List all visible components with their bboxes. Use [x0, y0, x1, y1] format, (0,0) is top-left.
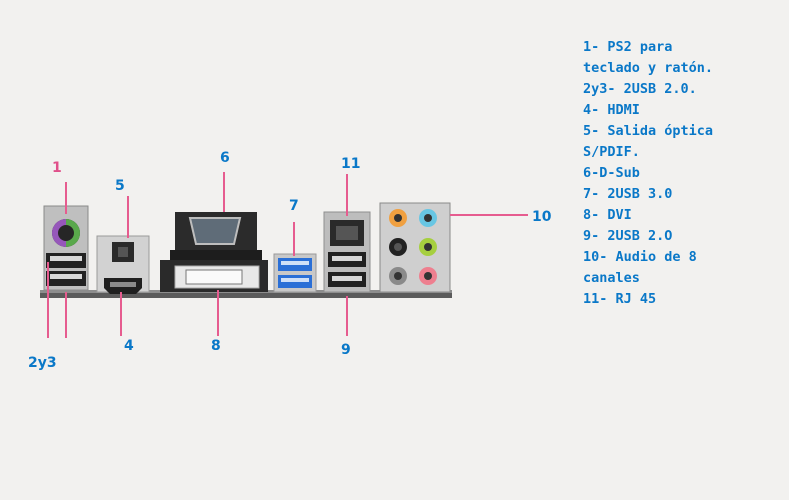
vga-port-icon [188, 217, 242, 245]
legend-line: 2y3- 2USB 2.0. [583, 81, 697, 97]
legend-line: 9- 2USB 2.O [583, 228, 673, 244]
callout-2y3: 2y3 [28, 355, 57, 371]
usb3-stack [273, 253, 317, 293]
ps2-usb-stack [43, 205, 89, 291]
callout-8: 8 [211, 338, 221, 354]
legend-line: 11- RJ 45 [583, 291, 657, 307]
legend-line: S/PDIF. [583, 144, 640, 160]
audio-jack-icon [389, 209, 437, 285]
legend-line: 7- 2USB 3.0 [583, 186, 673, 202]
callout-9: 9 [341, 342, 351, 358]
legend-line: 10- Audio de 8 [583, 249, 697, 265]
legend-line: 1- PS2 para [583, 39, 673, 55]
vga-dvi-stack [160, 212, 268, 292]
legend-line: 8- DVI [583, 207, 632, 223]
io-backplate [40, 292, 452, 298]
legend-line: teclado y ratón. [583, 60, 714, 76]
audio-jack-block [379, 202, 451, 293]
optical-hdmi-stack [96, 235, 150, 294]
callout-10: 10 [532, 209, 552, 225]
callout-1: 1 [52, 160, 62, 176]
port-legend: 1- PS2 para teclado y ratón. 2y3- 2USB 2… [583, 37, 713, 310]
callout-5: 5 [115, 178, 125, 194]
legend-line: 5- Salida óptica [583, 123, 714, 139]
callout-4: 4 [124, 338, 134, 354]
lan-usb-stack [323, 211, 371, 293]
callout-7: 7 [289, 198, 299, 214]
legend-line: 6-D-Sub [583, 165, 640, 181]
callout-6: 6 [220, 150, 230, 166]
leader-lines [47, 172, 528, 338]
legend-line: 4- HDMI [583, 102, 640, 118]
usb-port-icon [46, 253, 86, 286]
callout-11: 11 [341, 156, 361, 172]
legend-line: canales [583, 270, 640, 286]
